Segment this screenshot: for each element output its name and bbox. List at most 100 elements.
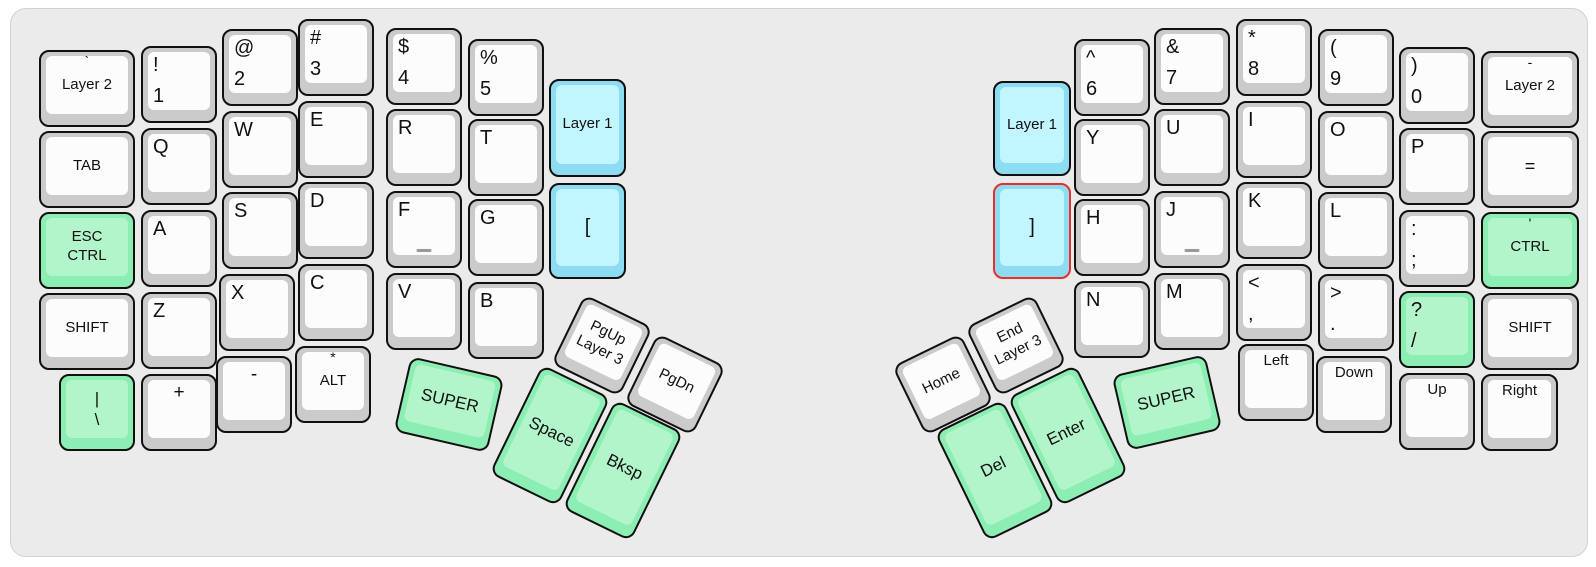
key-r[interactable]: R — [386, 109, 462, 186]
key-legend: Left — [1263, 352, 1289, 369]
key-c[interactable]: C — [298, 264, 374, 341]
keycap-face — [393, 115, 455, 173]
key-legend: P — [1411, 136, 1425, 158]
key-legend: K — [1248, 190, 1262, 212]
key-k[interactable]: K — [1236, 182, 1312, 259]
key-legend: 6 — [1086, 78, 1098, 100]
key-legend: / — [1411, 330, 1417, 352]
key-right[interactable]: Right — [1481, 374, 1558, 451]
keycap-face — [1488, 57, 1572, 115]
key-left[interactable]: Left — [1238, 344, 1314, 421]
key-minus[interactable]: - — [216, 356, 292, 433]
key-quote-ctrl[interactable]: 'CTRL — [1481, 212, 1579, 289]
key-3[interactable]: #3 — [298, 19, 374, 96]
keycap-face — [305, 188, 367, 246]
keycap-face — [475, 45, 537, 103]
key-x[interactable]: X — [219, 274, 295, 351]
key-up[interactable]: Up — [1399, 373, 1475, 450]
keycap-face — [475, 205, 537, 263]
key-legend: End Layer 3 — [991, 319, 1045, 369]
key-legend: ] — [1029, 216, 1035, 238]
key-z[interactable]: Z — [141, 292, 217, 369]
key-plus[interactable]: + — [141, 374, 217, 451]
key-i[interactable]: I — [1236, 101, 1312, 178]
key-w[interactable]: W — [222, 111, 298, 188]
key-legend: E — [310, 109, 324, 131]
key-0[interactable]: )0 — [1399, 47, 1475, 124]
key-4[interactable]: $4 — [386, 28, 462, 105]
key-semicolon[interactable]: :; — [1399, 210, 1475, 287]
key-1[interactable]: !1 — [141, 46, 217, 123]
keycap-face — [1161, 34, 1223, 92]
key-t[interactable]: T — [468, 119, 544, 196]
key-d[interactable]: D — [298, 182, 374, 259]
key-legend: C — [310, 272, 325, 294]
key-legend: 3 — [310, 58, 322, 80]
key-a[interactable]: A — [141, 210, 217, 287]
key-n[interactable]: N — [1074, 281, 1150, 358]
key-layer1-right[interactable]: Layer 1 — [993, 81, 1071, 176]
key-9[interactable]: (9 — [1318, 29, 1394, 106]
key-y[interactable]: Y — [1074, 119, 1150, 196]
keycap-face — [1406, 134, 1468, 192]
key-period[interactable]: >. — [1318, 274, 1394, 351]
key-legend: G — [480, 207, 496, 229]
key-legend: | \ — [94, 388, 100, 429]
keycap-face — [1406, 216, 1468, 274]
key-8[interactable]: *8 — [1236, 19, 1312, 96]
key-2[interactable]: @2 — [222, 29, 298, 106]
keycap-face — [1406, 53, 1468, 111]
key-5[interactable]: %5 — [468, 39, 544, 116]
key-shift-left[interactable]: SHIFT — [39, 293, 135, 370]
key-legend: ! — [153, 54, 159, 76]
key-f[interactable]: F — [386, 191, 462, 268]
key-m[interactable]: M — [1154, 273, 1230, 350]
key-legend: A — [153, 218, 167, 240]
key-7[interactable]: &7 — [1154, 28, 1230, 105]
keycap-face — [1488, 380, 1551, 438]
key-layer1-left[interactable]: Layer 1 — [549, 79, 626, 177]
key-b[interactable]: B — [468, 282, 544, 359]
key-legend: 8 — [1248, 58, 1260, 80]
key-minus-layer2[interactable]: -Layer 2 — [1481, 51, 1579, 128]
keycap-face — [148, 52, 210, 110]
key-lbracket[interactable]: [ — [549, 183, 626, 279]
key-rbracket[interactable]: ] — [993, 183, 1071, 279]
key-slash[interactable]: ?/ — [1399, 291, 1475, 368]
key-h[interactable]: H — [1074, 199, 1150, 276]
keycap-face — [1243, 107, 1305, 165]
keycap-face — [148, 134, 210, 192]
keycap-face — [46, 137, 128, 195]
key-p[interactable]: P — [1399, 128, 1475, 205]
key-q[interactable]: Q — [141, 128, 217, 205]
key-l[interactable]: L — [1318, 192, 1394, 269]
key-grave-layer2[interactable]: `Layer 2 — [39, 50, 135, 127]
key-alt[interactable]: *ALT — [295, 346, 371, 423]
key-equals[interactable]: = — [1481, 131, 1579, 208]
key-comma[interactable]: <, — [1236, 264, 1312, 341]
key-u[interactable]: U — [1154, 109, 1230, 186]
key-tab[interactable]: TAB — [39, 131, 135, 208]
key-j[interactable]: J — [1154, 191, 1230, 268]
keycap-face — [223, 362, 285, 420]
key-s[interactable]: S — [222, 192, 298, 269]
key-legend: [ — [584, 216, 591, 238]
key-legend: ALT — [319, 371, 347, 389]
keycap-face — [46, 56, 128, 114]
key-g[interactable]: G — [468, 199, 544, 276]
key-legend: - — [250, 364, 258, 385]
key-super-left[interactable]: SUPER — [393, 356, 505, 453]
key-legend: ' — [1528, 215, 1532, 231]
key-pipe-backslash[interactable]: | \ — [59, 374, 135, 451]
key-esc-ctrl[interactable]: ESC CTRL — [39, 212, 135, 289]
key-6[interactable]: ^6 — [1074, 39, 1150, 116]
key-shift-right[interactable]: SHIFT — [1481, 293, 1579, 370]
key-down[interactable]: Down — [1316, 356, 1392, 433]
key-super-right[interactable]: SUPER — [1111, 354, 1223, 451]
key-o[interactable]: O — [1318, 111, 1394, 188]
key-e[interactable]: E — [298, 101, 374, 178]
keycap-face — [305, 107, 367, 165]
key-v[interactable]: V — [386, 273, 462, 350]
key-legend: 5 — [480, 78, 492, 100]
